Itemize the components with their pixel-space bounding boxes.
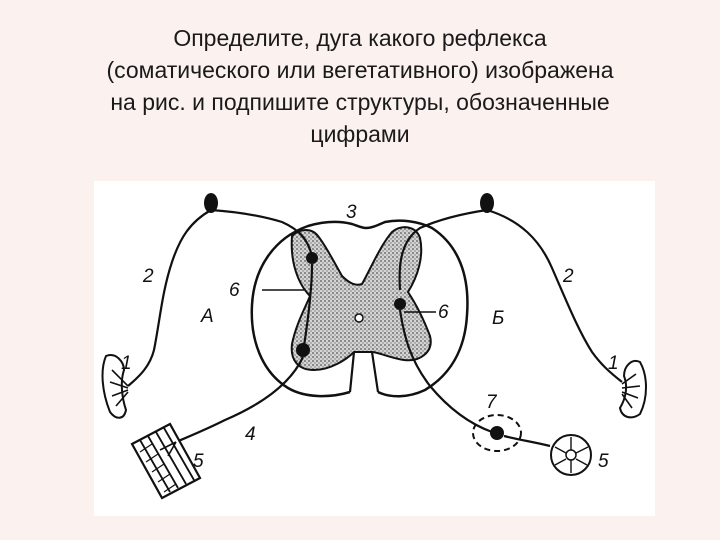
right-sensory-fiber <box>486 208 623 383</box>
left-effector-muscle <box>130 422 202 500</box>
grey-matter <box>290 226 432 372</box>
right-receptor <box>618 360 647 419</box>
label-1-left: 1 <box>121 353 132 374</box>
title-line-4: цифрами <box>310 121 410 147</box>
left-interneuron-axon <box>302 263 314 347</box>
spinal-cord-outline <box>250 219 469 398</box>
left-interneuron <box>306 252 318 264</box>
title-line-1: Определите, дуга какого рефлекса <box>173 25 547 51</box>
right-preganglionic-fiber <box>398 309 493 434</box>
left-dorsal-root <box>210 208 314 257</box>
title-line-2: (соматического или вегетативного) изобра… <box>106 57 614 83</box>
label-b: Б <box>492 308 504 329</box>
central-canal <box>354 313 364 323</box>
left-receptor-endings <box>109 369 129 407</box>
label-7: 7 <box>486 392 498 413</box>
label-3: 3 <box>346 202 357 223</box>
right-receptor-endings <box>621 373 641 409</box>
left-motor-fiber <box>175 356 304 444</box>
right-effector-gland <box>550 434 592 476</box>
reflex-arc-figure: 3 2 2 6 6 А Б 1 1 4 5 7 5 <box>94 181 655 516</box>
label-5-left: 5 <box>193 451 204 472</box>
label-1-right: 1 <box>608 353 619 374</box>
left-spinal-ganglion <box>204 193 218 213</box>
reflex-arc-diagram: 3 2 2 6 6 А Б 1 1 4 5 7 5 <box>101 193 647 500</box>
label-6-right: 6 <box>438 302 449 323</box>
slide-title: Определите, дуга какого рефлекса (сомати… <box>20 22 700 150</box>
label-2-left: 2 <box>142 266 154 287</box>
right-interneuron <box>394 298 406 310</box>
autonomic-ganglion <box>472 414 522 452</box>
title-line-3: на рис. и подпишите структуры, обозначен… <box>110 89 610 115</box>
anterior-fissure <box>348 351 380 393</box>
right-spinal-ganglion <box>480 193 494 213</box>
right-dorsal-root <box>398 208 488 291</box>
label-a: А <box>200 306 214 327</box>
label-2-right: 2 <box>562 266 574 287</box>
right-postganglionic-fiber <box>503 434 551 448</box>
left-sensory-fiber <box>127 209 212 387</box>
autonomic-ganglion-neuron <box>490 426 504 440</box>
label-5-right: 5 <box>598 451 609 472</box>
label-4: 4 <box>245 424 256 445</box>
label-6-left: 6 <box>229 280 240 301</box>
left-motor-neuron <box>296 343 310 357</box>
